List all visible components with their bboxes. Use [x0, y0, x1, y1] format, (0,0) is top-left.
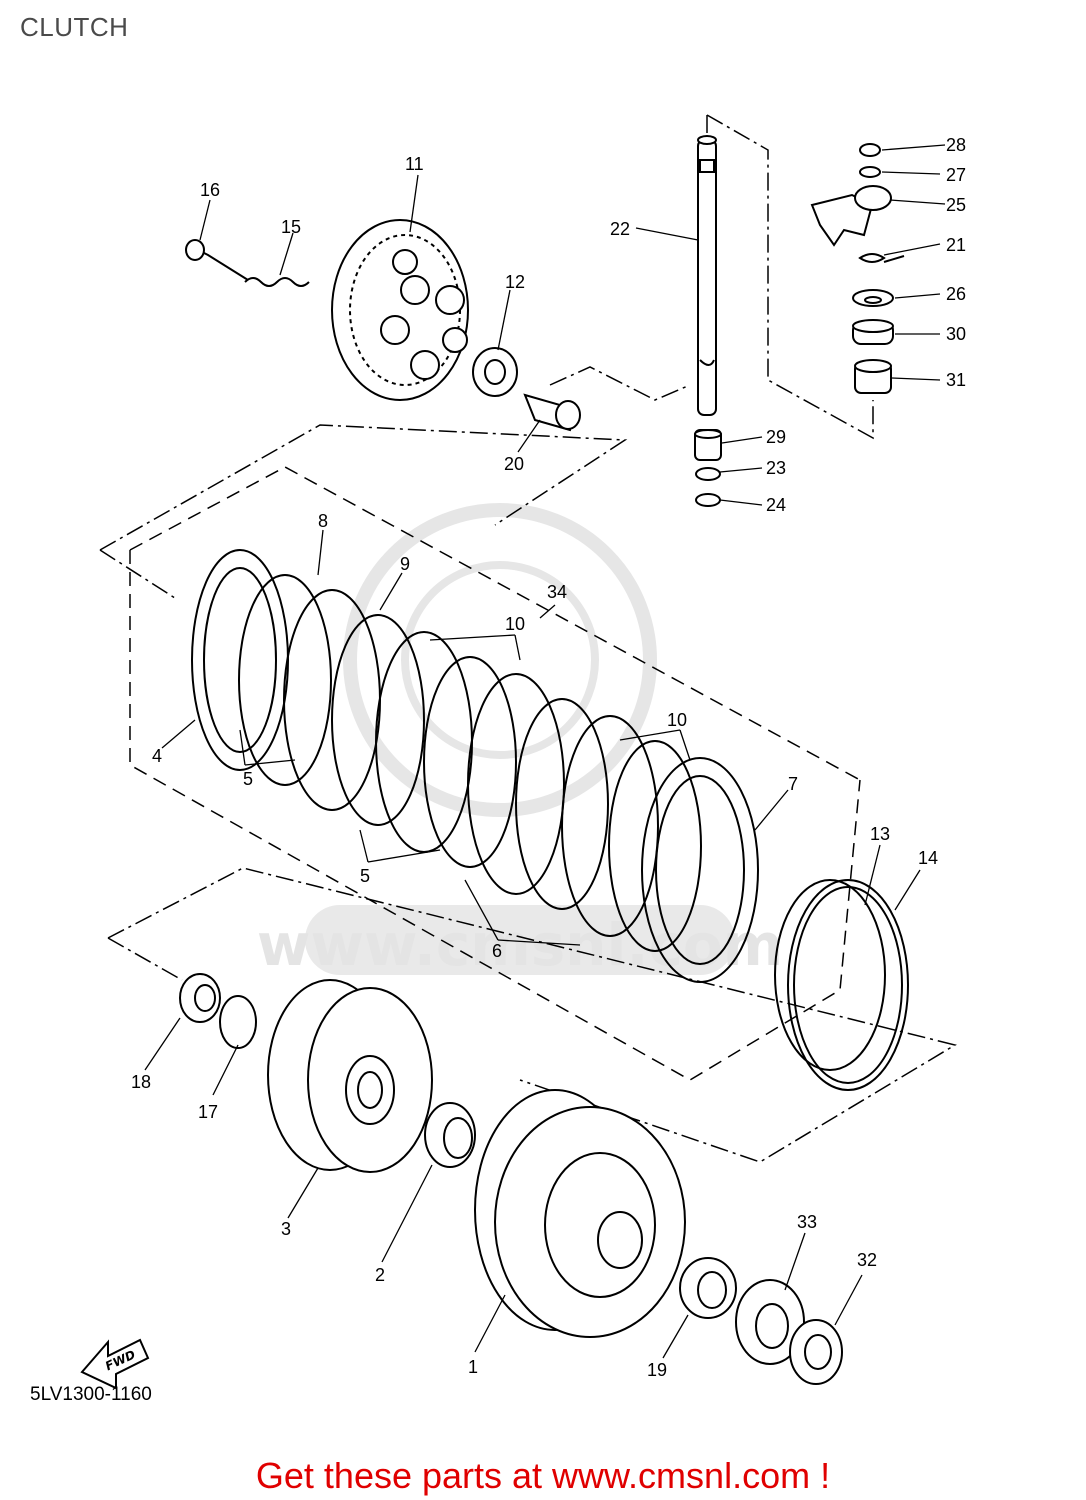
callout-3: 3: [281, 1219, 291, 1239]
callout-14: 14: [918, 848, 938, 868]
callout-23: 23: [766, 458, 786, 478]
friction-plate-stack: [192, 550, 758, 982]
callout-12: 12: [505, 272, 525, 292]
callout-18: 18: [131, 1072, 151, 1092]
callout-19: 19: [647, 1360, 667, 1380]
callout-31: 31: [946, 370, 966, 390]
callout-8: 8: [318, 511, 328, 531]
leader-lines: [144, 144, 946, 1359]
watermark-text: www.cmsnl.com: [257, 911, 783, 979]
pressure-plate-assembly: [186, 220, 580, 430]
callout-32: 32: [857, 1250, 877, 1270]
callout-24: 24: [766, 495, 786, 515]
shaft-lower-parts: [695, 430, 721, 506]
cushion-rings: [775, 880, 908, 1090]
push-lever-shaft: [698, 136, 716, 415]
watermark-logo: www.cmsnl.com: [257, 503, 783, 979]
diagram-code: 5LV1300-1160: [30, 1384, 152, 1405]
callout-10b: 10: [667, 710, 687, 730]
callout-20: 20: [504, 454, 524, 474]
callout-27: 27: [946, 165, 966, 185]
callout-21: 21: [946, 235, 966, 255]
callout-26: 26: [946, 284, 966, 304]
upper-right-parts: [812, 144, 904, 393]
callout-29: 29: [766, 427, 786, 447]
callout-2: 2: [375, 1265, 385, 1285]
callout-10a: 10: [505, 614, 525, 634]
clutch-boss-parts: [180, 974, 475, 1172]
fwd-arrow-icon: FWD: [80, 1338, 150, 1390]
callout-1: 1: [468, 1357, 478, 1377]
callout-33: 33: [797, 1212, 817, 1232]
callout-6: 6: [492, 941, 502, 961]
callout-30: 30: [946, 324, 966, 344]
callout-labels: 1 2 3 4 5 5 6 7 8 9 10 10 11 12 13 14 15…: [131, 135, 966, 1380]
callout-16: 16: [200, 180, 220, 200]
callout-13: 13: [870, 824, 890, 844]
callout-5b: 5: [360, 866, 370, 886]
callout-11: 11: [405, 154, 424, 174]
callout-34: 34: [547, 582, 567, 602]
callout-9: 9: [400, 554, 410, 574]
callout-22: 22: [610, 219, 630, 239]
footer-link[interactable]: Get these parts at www.cmsnl.com !: [255, 1455, 831, 1496]
assembly-frames: [99, 114, 957, 1163]
callout-7: 7: [788, 774, 798, 794]
callout-15: 15: [281, 217, 301, 237]
primary-driven-gear-assembly: [475, 1090, 842, 1384]
callout-4: 4: [152, 746, 162, 766]
callout-17: 17: [198, 1102, 218, 1122]
callout-5a: 5: [243, 769, 253, 789]
callout-25: 25: [946, 195, 966, 215]
callout-28: 28: [946, 135, 966, 155]
page-title: CLUTCH: [20, 12, 129, 42]
